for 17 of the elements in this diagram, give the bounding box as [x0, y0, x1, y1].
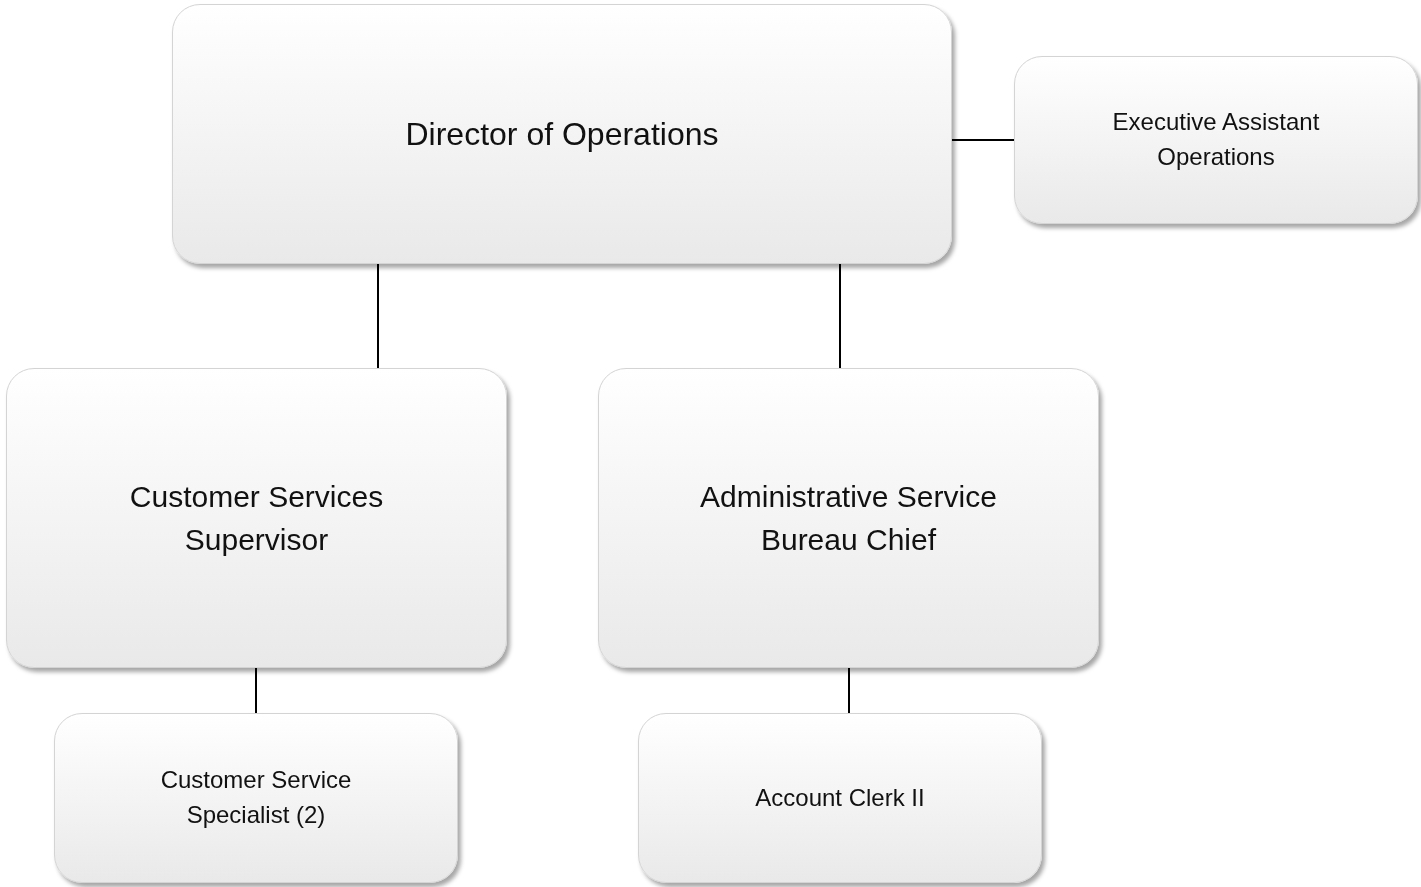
role-title: Executive Assistant Operations	[1111, 107, 1321, 172]
role-title: Customer Service Specialist (2)	[159, 765, 353, 830]
role-title: Administrative Service Bureau Chief	[699, 478, 998, 558]
role-title: Account Clerk II	[755, 782, 925, 813]
connector-line	[839, 263, 841, 369]
role-title: Director of Operations	[405, 114, 719, 154]
role-box	[638, 713, 1042, 883]
role-box	[54, 713, 458, 883]
role-title: Customer Services Supervisor	[128, 478, 385, 558]
connector-line	[848, 667, 850, 714]
connector-line	[951, 139, 1015, 141]
role-box	[1014, 56, 1418, 224]
role-box	[172, 4, 952, 264]
connector-line	[377, 263, 379, 369]
role-box	[598, 368, 1099, 668]
role-box	[6, 368, 507, 668]
connector-line	[255, 667, 257, 714]
